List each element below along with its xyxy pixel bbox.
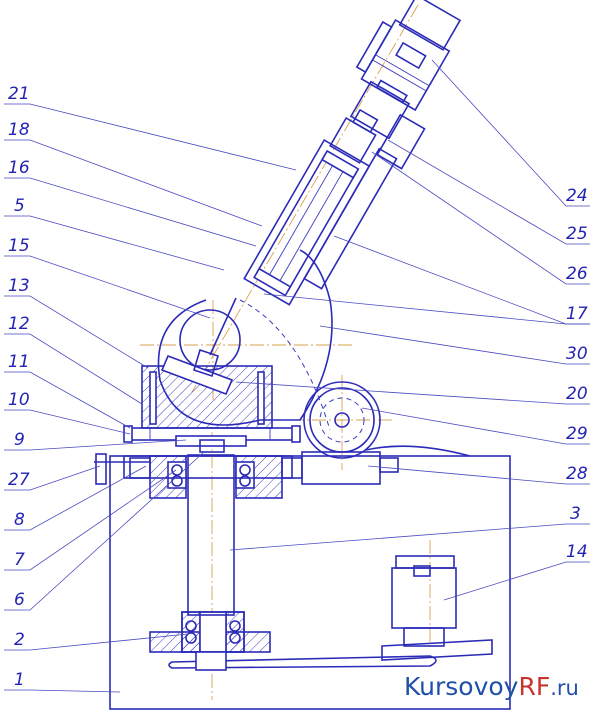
label-29: 29 [566,424,588,444]
gear-wheel-29 [303,381,471,459]
label-5: 5 [14,196,25,216]
upper-bearing-unit [123,455,293,499]
label-24: 24 [566,186,588,206]
label-26: 26 [566,264,588,284]
swing-bracket-30 [157,249,333,431]
watermark-part1: Kursovoy [404,672,519,701]
label-1: 1 [14,670,25,690]
label-3: 3 [570,504,581,524]
tool-head-15 [160,297,237,396]
watermark-part2: RF [518,672,551,701]
motor-14 [381,555,493,661]
label-27: 27 [8,470,30,490]
label-7: 7 [14,550,25,570]
right-position-labels: 24 25 26 17 30 20 29 28 3 14 [566,186,588,562]
drive-belt [168,651,437,671]
label-21: 21 [8,84,30,104]
label-16: 16 [8,158,30,178]
coupling [349,79,426,170]
label-30: 30 [566,344,588,364]
label-10: 10 [8,390,30,410]
table-plates [123,425,301,453]
watermark-logo: KursovoyRF.ru [404,672,579,706]
label-9: 9 [14,430,25,450]
label-13: 13 [8,276,30,296]
left-position-labels: 21 18 16 5 15 13 12 11 10 9 27 8 7 6 2 1 [8,84,30,690]
label-12: 12 [8,314,30,334]
label-18: 18 [8,120,30,140]
vertical-shaft [187,454,235,616]
label-15: 15 [8,236,30,256]
label-14: 14 [566,542,588,562]
label-11: 11 [8,352,30,372]
label-28: 28 [566,464,588,484]
leader-lines [4,59,590,693]
lower-bearing-unit [149,611,271,653]
label-6: 6 [14,590,25,610]
label-17: 17 [566,304,588,324]
label-8: 8 [14,510,25,530]
motor-24 [355,0,462,112]
label-25: 25 [566,224,588,244]
base-frame [109,455,511,710]
label-20: 20 [566,384,588,404]
handle-27 [94,453,151,485]
label-2: 2 [14,630,25,650]
watermark-part3: .ru [550,676,579,700]
spindle-housing [243,108,398,306]
